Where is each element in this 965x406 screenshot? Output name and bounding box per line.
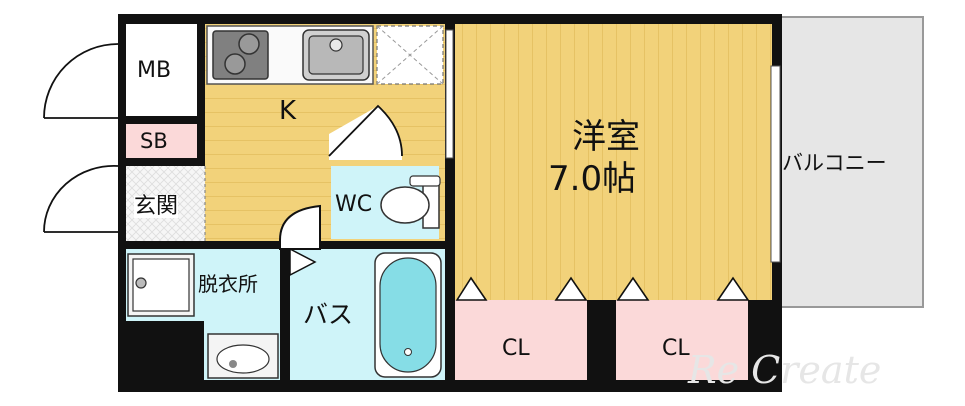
western-room-size: 7.0帖: [548, 159, 637, 199]
kitchen-label: K: [279, 96, 297, 126]
balcony-area: [779, 16, 924, 308]
closet-2: [616, 300, 748, 380]
sliding-door: [445, 29, 454, 159]
western-room-label: 洋室: [572, 117, 640, 157]
bathtub-icon: [374, 252, 442, 378]
mb-box: [126, 24, 197, 116]
balcony-window: [770, 65, 781, 263]
stove-icon: [212, 30, 269, 80]
sb-label: SB: [140, 129, 168, 153]
washbasin-icon: [207, 333, 279, 379]
closet-1: [455, 300, 587, 380]
wc-label: WC: [335, 192, 373, 217]
closet-1-label: CL: [502, 336, 530, 361]
entrance-label: 玄関: [134, 194, 179, 219]
sb-box: [126, 124, 197, 158]
balcony-label: バルコニー: [782, 151, 887, 175]
dressing-label: 脱衣所: [198, 272, 258, 296]
watermark: Re Create: [688, 348, 882, 392]
mb-label: MB: [137, 58, 172, 83]
entry-door-swing: [43, 43, 119, 233]
refrigerator-space-icon: [376, 25, 444, 85]
western-room-floor: [455, 24, 772, 300]
bath-label: バス: [303, 300, 354, 329]
toilet-icon: [380, 175, 441, 229]
closet-door-triangles: [455, 276, 750, 301]
sink-icon: [302, 29, 370, 81]
bath-floor: [290, 249, 370, 380]
closet-2-label: CL: [662, 336, 690, 361]
